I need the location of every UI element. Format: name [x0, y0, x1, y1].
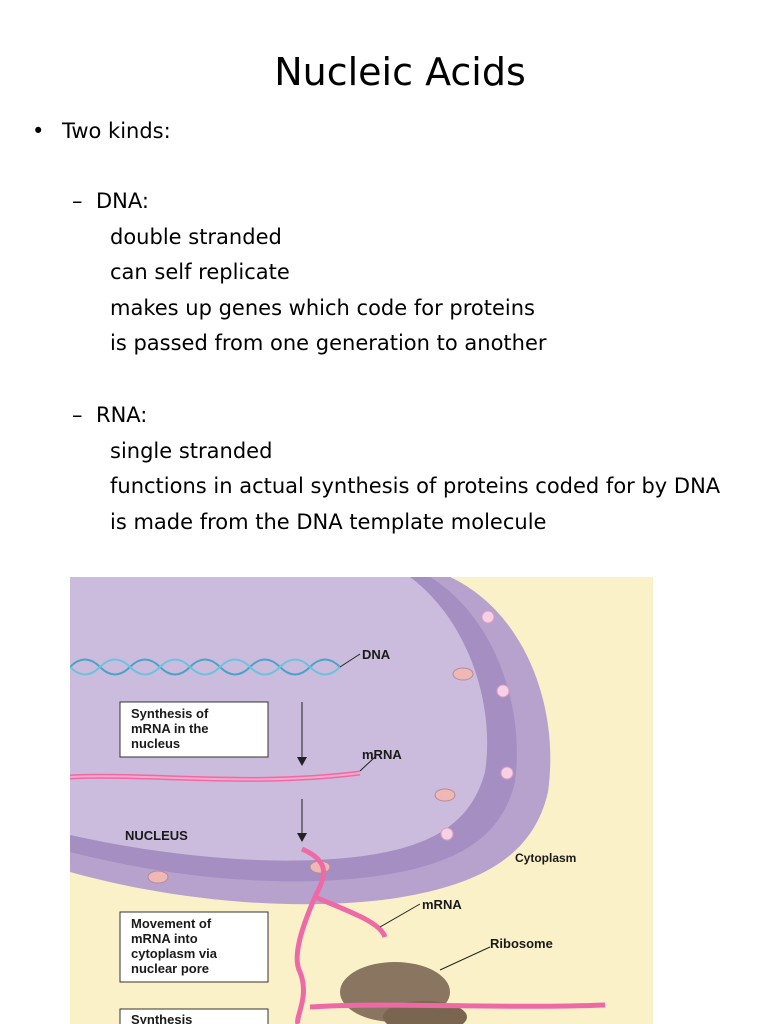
mrna-cytoplasm-label: mRNA — [422, 897, 462, 912]
ribosome-dot — [500, 766, 514, 780]
nuclear-pore — [147, 870, 169, 884]
ribosome-label: Ribosome — [490, 936, 553, 951]
ribosome-dot — [440, 827, 454, 841]
synthesis-box-2 — [119, 1008, 269, 1024]
rna-line: single stranded — [110, 438, 273, 463]
mrna-pointer — [359, 756, 376, 772]
dna-strand — [70, 658, 341, 676]
mrna-on-ribosome — [309, 1002, 606, 1010]
ribosome-dot — [496, 684, 510, 698]
page-title: Nucleic Acids — [274, 50, 526, 94]
dna-heading: DNA: — [96, 189, 149, 213]
mrna-exit-strand — [294, 846, 327, 1024]
dna-pointer — [339, 653, 361, 668]
figure-svg: DNA Synthesis of mRNA in the nucleus mRN… — [70, 577, 653, 1024]
bullet-dot-icon: • — [32, 119, 45, 143]
nuclear-pore — [452, 667, 474, 681]
rna-line: is made from the DNA template molecule — [110, 509, 547, 534]
dna-lines: double stranded can self replicate makes… — [110, 220, 547, 362]
bullet-text: Two kinds: — [62, 119, 171, 143]
ribosome-dot — [481, 610, 495, 624]
mrna-label: mRNA — [362, 747, 402, 762]
synthesis-box — [119, 701, 269, 758]
dna-line: is passed from one generation to another — [110, 331, 547, 355]
box1-line: nucleus — [131, 736, 180, 751]
dna-line: double stranded — [110, 224, 282, 249]
nuclear-pore — [434, 788, 456, 802]
box2-line: Movement of — [131, 916, 212, 931]
movement-box — [119, 911, 269, 983]
dash-icon: – — [72, 189, 83, 213]
box2-line: nuclear pore — [131, 961, 209, 976]
rna-lines: single stranded functions in actual synt… — [110, 434, 720, 541]
box2-line: mRNA into — [131, 931, 198, 946]
mrna-strand-highlight — [70, 772, 361, 781]
dna-line: makes up genes which code for proteins — [110, 295, 535, 320]
cytoplasm-label: Cytoplasm — [515, 851, 576, 865]
dna-label: DNA — [362, 647, 391, 662]
mrna-exit-strand — [314, 894, 388, 939]
dna-line: can self replicate — [110, 260, 290, 284]
box3-line: Synthesis — [131, 1012, 192, 1024]
box1-line: mRNA in the — [131, 721, 209, 736]
dash-icon: – — [72, 403, 83, 427]
arrow-head-icon — [297, 757, 307, 766]
rna-line: functions in actual synthesis of protein… — [110, 474, 721, 498]
ribosome-pointer — [439, 946, 491, 971]
mrna-pointer — [379, 903, 421, 928]
box2-line: cytoplasm via — [131, 946, 218, 961]
dna-strand — [70, 658, 341, 676]
nucleus-interior — [70, 577, 488, 861]
nucleus-label: NUCLEUS — [125, 828, 188, 843]
protein-synthesis-figure: DNA Synthesis of mRNA in the nucleus mRN… — [70, 577, 653, 1024]
arrow-head-icon — [297, 833, 307, 842]
box1-line: Synthesis of — [131, 706, 209, 721]
rna-heading: RNA: — [96, 403, 148, 427]
